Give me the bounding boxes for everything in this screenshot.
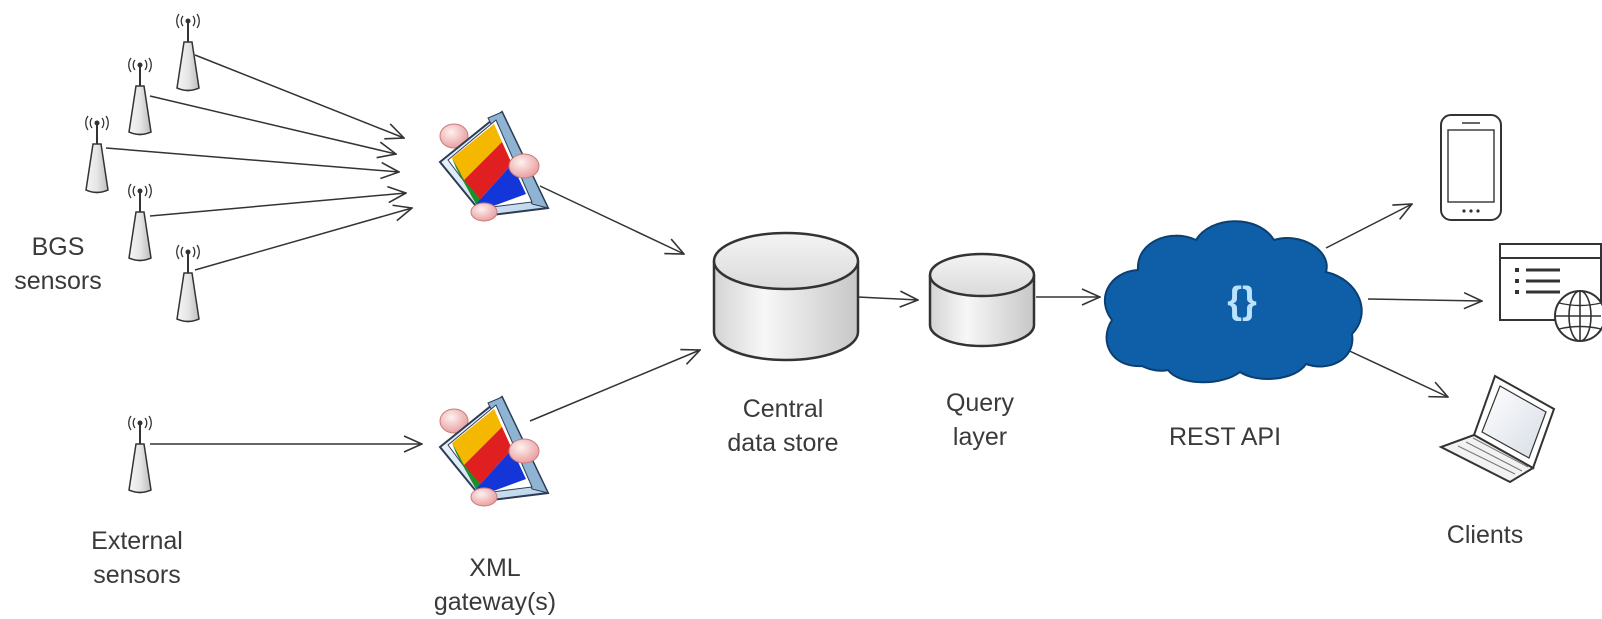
label-line: External (91, 527, 183, 555)
globe-icon (1554, 290, 1602, 342)
clients-label: Clients (1430, 518, 1540, 552)
xml-gateway-icon (439, 396, 549, 507)
arrow-api-phone (1325, 204, 1412, 249)
web-browser-icon (1499, 243, 1602, 342)
arrow-sensor1-gateway1 (194, 54, 404, 138)
label-line: gateway(s) (433, 588, 557, 616)
connection-arrows (105, 54, 1482, 444)
sensor-antenna-icon (127, 183, 153, 262)
label-line: Query (945, 389, 1015, 417)
rest-api-cloud-icon: {} (1103, 220, 1363, 384)
external-sensors-label: External sensors (72, 524, 202, 592)
laptop-icon (1438, 374, 1556, 484)
sensor-antenna-icon (127, 57, 153, 136)
sensor-antenna-icon (84, 115, 110, 194)
label-line: sensors (93, 561, 181, 589)
arrow-gateway1-datastore (539, 185, 684, 254)
xml-gateways-label: XML gateway(s) (420, 551, 570, 619)
api-braces-icon: {} (1227, 280, 1257, 322)
external-sensors (127, 415, 153, 494)
query-layer-cylinder-icon (928, 252, 1036, 348)
rest-api-label: REST API (1160, 420, 1290, 454)
arrow-sensor3-gateway1 (105, 147, 399, 172)
label-line: XML (469, 554, 521, 582)
central-data-store-label: Central data store (708, 392, 858, 460)
smartphone-icon (1440, 114, 1502, 221)
sensor-antenna-icon (175, 13, 201, 92)
database-cylinder-icon (712, 231, 860, 362)
arrow-sensor4-gateway1 (149, 193, 406, 217)
xml-gateway-icon (439, 111, 549, 222)
bgs-sensors-label: BGS sensors (8, 230, 108, 298)
arrow-sensor2-gateway1 (149, 95, 396, 154)
arrow-api-web (1367, 299, 1482, 301)
arrow-sensor5-gateway1 (194, 208, 412, 271)
arrow-datastore-query (857, 297, 918, 300)
label-line: sensors (14, 267, 102, 295)
label-line: data store (727, 429, 839, 457)
sensor-antenna-icon (127, 415, 153, 494)
label-line: BGS (31, 233, 85, 261)
arrow-gateway2-datastore (529, 350, 700, 422)
label-line: Clients (1446, 521, 1524, 549)
sensor-antenna-icon (175, 244, 201, 323)
label-line: Central (742, 395, 824, 423)
query-layer-label: Query layer (920, 386, 1040, 454)
label-line: REST API (1168, 423, 1282, 451)
label-line: layer (952, 423, 1008, 451)
